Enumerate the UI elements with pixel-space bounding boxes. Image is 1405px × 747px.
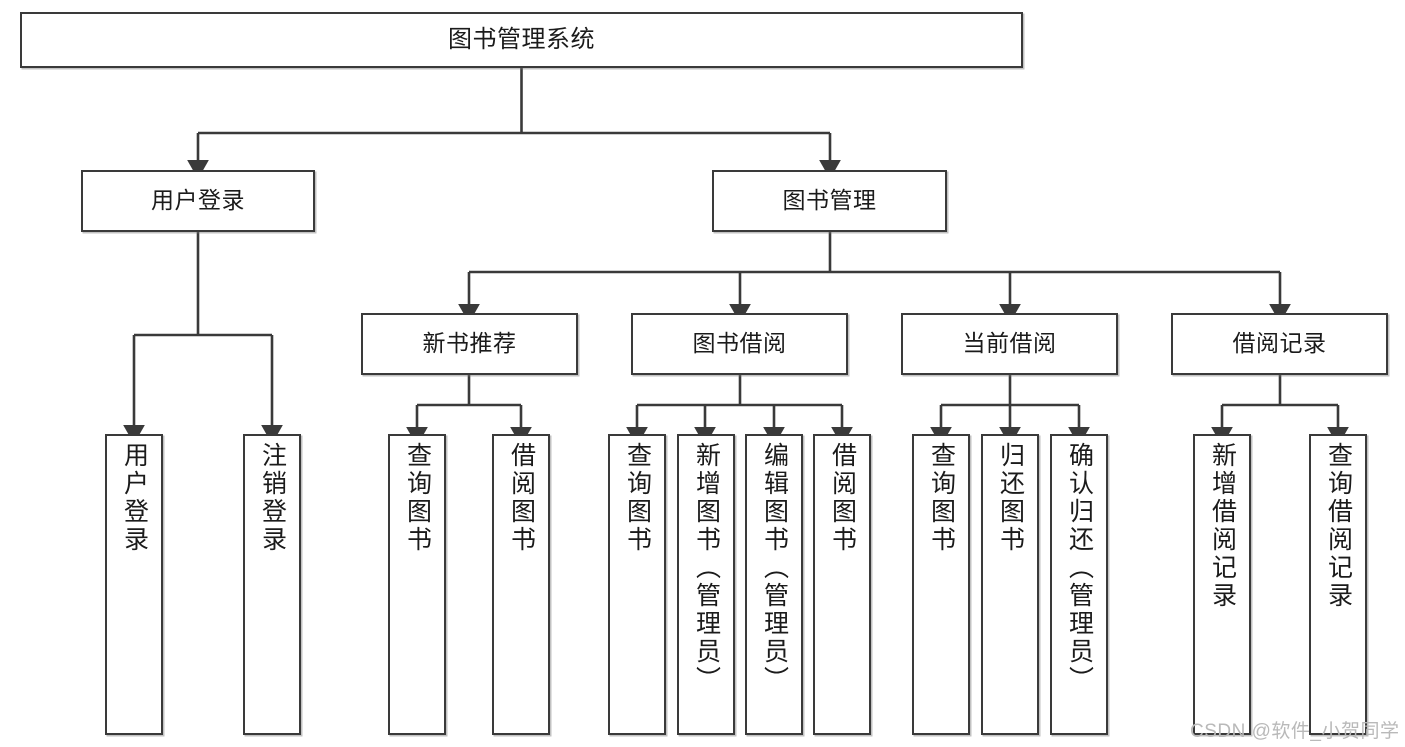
node-current-borrow[interactable]: 当前借阅 (901, 313, 1118, 375)
node-label: 借阅记录 (1232, 330, 1327, 357)
node-label: 图书借阅 (692, 330, 787, 357)
leaf-new-book-borrow-book[interactable]: 借阅图书 (492, 434, 550, 735)
leaf-borrow-record-add-record[interactable]: 新增借阅记录 (1193, 434, 1251, 735)
node-label: 新书推荐 (422, 330, 517, 357)
node-label: 查询图书 (403, 442, 432, 554)
leaf-current-borrow-query-book[interactable]: 查询图书 (912, 434, 970, 735)
node-user-login[interactable]: 用户登录 (81, 170, 315, 232)
leaf-current-borrow-return-book[interactable]: 归还图书 (981, 434, 1039, 735)
leaf-new-book-query-book[interactable]: 查询图书 (388, 434, 446, 735)
node-label: 编辑图书（管理员） (760, 442, 789, 694)
node-root-book-management-system[interactable]: 图书管理系统 (20, 12, 1023, 68)
leaf-user-login-login[interactable]: 用户登录 (105, 434, 163, 735)
csdn-watermark: CSDN @软件_小贺同学 (1190, 721, 1400, 742)
node-label: 图书管理 (782, 187, 877, 214)
leaf-book-borrow-query-book[interactable]: 查询图书 (608, 434, 666, 735)
node-label: 新增图书（管理员） (692, 442, 721, 694)
leaf-user-login-logout[interactable]: 注销登录 (243, 434, 301, 735)
node-label: 借阅图书 (828, 442, 857, 554)
node-label: 用户登录 (120, 442, 149, 554)
node-label: 归还图书 (996, 442, 1025, 554)
node-book-management[interactable]: 图书管理 (712, 170, 947, 232)
node-label: 查询借阅记录 (1324, 442, 1353, 610)
node-borrow-record[interactable]: 借阅记录 (1171, 313, 1388, 375)
node-label: 新增借阅记录 (1208, 442, 1237, 610)
node-label: 图书管理系统 (448, 25, 595, 53)
node-new-book-recommend[interactable]: 新书推荐 (361, 313, 578, 375)
leaf-book-borrow-edit-book-admin[interactable]: 编辑图书（管理员） (745, 434, 803, 735)
node-label: 查询图书 (927, 442, 956, 554)
node-label: 确认归还（管理员） (1065, 442, 1094, 694)
leaf-borrow-record-query-record[interactable]: 查询借阅记录 (1309, 434, 1367, 735)
node-book-borrow[interactable]: 图书借阅 (631, 313, 848, 375)
node-label: 查询图书 (623, 442, 652, 554)
node-label: 借阅图书 (507, 442, 536, 554)
node-label: 注销登录 (258, 442, 287, 554)
node-label: 当前借阅 (962, 330, 1057, 357)
leaf-book-borrow-borrow-book[interactable]: 借阅图书 (813, 434, 871, 735)
leaf-book-borrow-add-book-admin[interactable]: 新增图书（管理员） (677, 434, 735, 735)
node-label: 用户登录 (151, 187, 245, 214)
leaf-current-borrow-confirm-return-admin[interactable]: 确认归还（管理员） (1050, 434, 1108, 735)
